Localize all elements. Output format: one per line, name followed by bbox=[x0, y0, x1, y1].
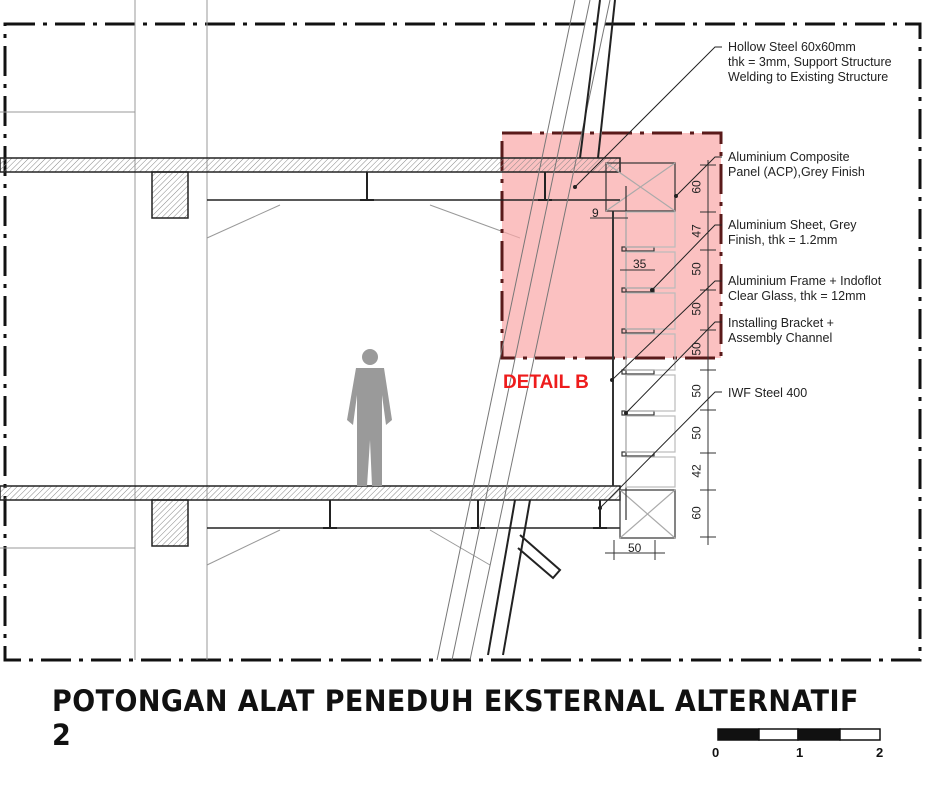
detail-b-label: DETAIL B bbox=[503, 372, 589, 393]
dim-v: 50 bbox=[689, 302, 704, 316]
scale-label: 1 bbox=[796, 745, 804, 760]
dim-h: 9 bbox=[592, 206, 599, 220]
grid-lines bbox=[0, 0, 521, 660]
iwf-beams bbox=[323, 172, 607, 529]
note-acp: Aluminium Composite Panel (ACP),Grey Fin… bbox=[728, 150, 865, 180]
scale-label: 2 bbox=[876, 745, 884, 760]
dim-v: 50 bbox=[689, 262, 704, 276]
note-text: Hollow Steel 60x60mm thk = 3mm, Support … bbox=[728, 40, 892, 84]
dim-h: 35 bbox=[633, 257, 647, 271]
dim-v: 50 bbox=[689, 384, 704, 398]
human-scale-figure bbox=[347, 349, 392, 486]
section-frame bbox=[3, 22, 922, 662]
scale-label: 0 bbox=[712, 745, 720, 760]
note-aluminium-frame: Aluminium Frame + Indoflot Clear Glass, … bbox=[728, 274, 881, 304]
dimension-lines bbox=[590, 160, 716, 560]
scale-bar bbox=[717, 728, 881, 741]
dim-v: 50 bbox=[689, 426, 704, 440]
shading-system bbox=[605, 162, 676, 539]
drawing-title: POTONGAN ALAT PENEDUH EKSTERNAL ALTERNAT… bbox=[52, 684, 859, 752]
note-bracket: Installing Bracket + Assembly Channel bbox=[728, 316, 834, 346]
note-hollow-steel: Hollow Steel 60x60mm thk = 3mm, Support … bbox=[728, 40, 892, 85]
dim-h: 50 bbox=[628, 541, 642, 555]
dim-v: 50 bbox=[689, 342, 704, 356]
dim-v: 60 bbox=[689, 506, 704, 520]
note-aluminium-sheet: Aluminium Sheet, Grey Finish, thk = 1.2m… bbox=[728, 218, 857, 248]
leader-lines bbox=[574, 46, 722, 509]
note-text: Aluminium Sheet, Grey Finish, thk = 1.2m… bbox=[728, 218, 857, 247]
note-iwf-steel: IWF Steel 400 bbox=[728, 386, 807, 401]
dim-v: 42 bbox=[689, 464, 704, 478]
note-text: Installing Bracket + Assembly Channel bbox=[728, 316, 834, 345]
note-text: Aluminium Frame + Indoflot Clear Glass, … bbox=[728, 274, 882, 303]
dim-v: 47 bbox=[689, 224, 704, 238]
note-text: IWF Steel 400 bbox=[728, 386, 808, 400]
note-text: Aluminium Composite Panel (ACP),Grey Fin… bbox=[728, 150, 865, 179]
dim-v: 60 bbox=[689, 180, 704, 194]
